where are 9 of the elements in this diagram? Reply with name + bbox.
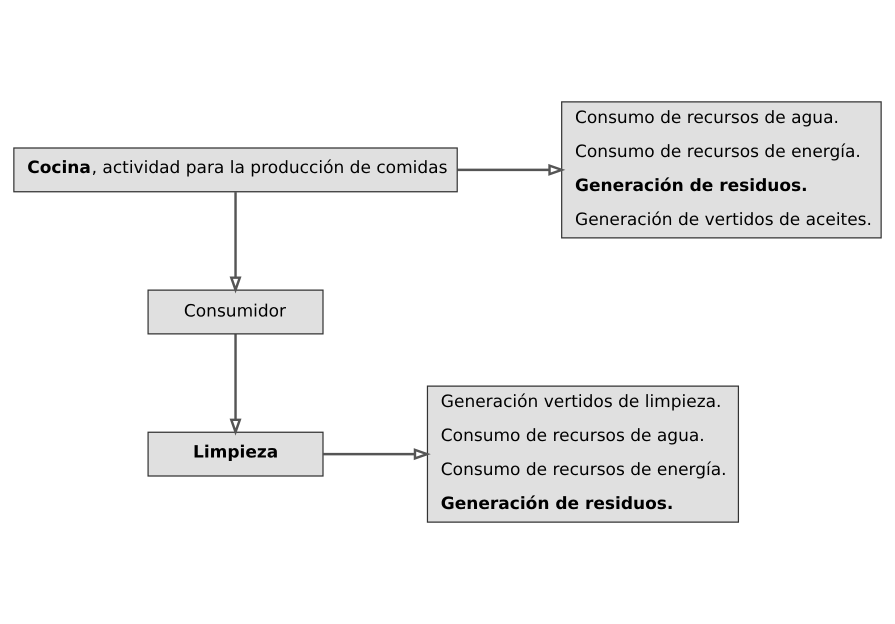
arrow bbox=[323, 448, 431, 460]
node-box: Cocina, actividad para la producción de comidas bbox=[13, 147, 458, 192]
node-box: Generación vertidos de limpieza. Consumo de recursos de agua. Consumo de recursos de energía. Generación de residuos. bbox=[426, 385, 740, 523]
node-box: Consumidor bbox=[147, 290, 324, 334]
node-box: Consumo de recursos de agua. Consumo de recursos de energía. Generación de residuos. Generación de vertidos de aceites. bbox=[561, 101, 882, 239]
node-box: Limpieza bbox=[147, 432, 324, 477]
arrow bbox=[230, 192, 242, 294]
arrow bbox=[458, 164, 566, 176]
arrow bbox=[230, 334, 242, 436]
